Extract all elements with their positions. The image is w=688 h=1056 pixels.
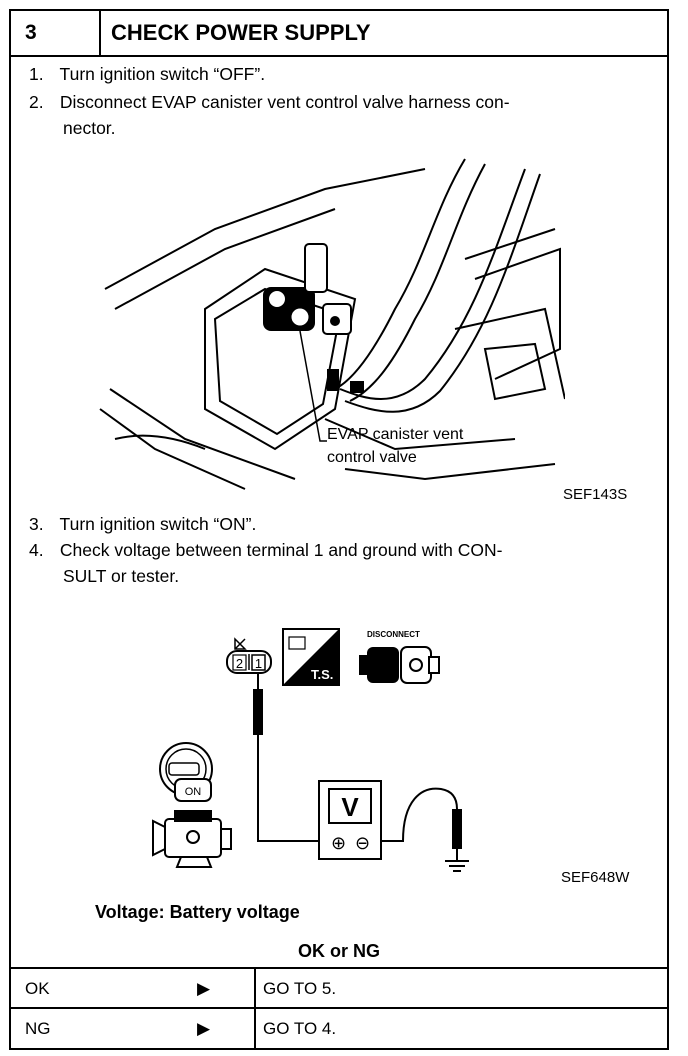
disconnect-label: DISCONNECT xyxy=(367,630,420,639)
step-text-continued: SULT or tester. xyxy=(63,566,180,586)
minus-terminal: ⊖ xyxy=(355,833,370,854)
pin-1-label: 1 xyxy=(255,656,262,671)
step-index: 3. xyxy=(29,514,44,534)
column-divider xyxy=(254,1009,256,1050)
harness-connector: 2 1 xyxy=(226,637,272,674)
result-label: OK xyxy=(25,979,50,998)
callout-label-line2: control valve xyxy=(327,449,417,466)
figure-code: SEF143S xyxy=(563,486,628,503)
arrow-right-icon: ▶ xyxy=(197,979,211,998)
key-on-label: ON xyxy=(185,786,202,798)
figure-code: SEF648W xyxy=(561,869,630,886)
result-row-ok: OK ▶ GO TO 5. xyxy=(11,967,667,1007)
plus-terminal: ⊕ xyxy=(331,833,346,854)
procedure-title: CHECK POWER SUPPLY xyxy=(111,20,371,45)
step-text: Turn ignition switch “ON”. xyxy=(59,514,257,534)
step-text: Turn ignition switch “OFF”. xyxy=(59,64,266,84)
voltmeter-icon: V ⊕ ⊖ xyxy=(318,780,382,860)
meter-label: V xyxy=(341,792,359,822)
instruction-step-2: 2. Disconnect EVAP canister vent control… xyxy=(29,89,510,141)
ts-icon: T.S. xyxy=(282,628,340,686)
voltage-spec: Voltage: Battery voltage xyxy=(95,902,300,922)
result-label: NG xyxy=(25,1019,51,1038)
callout-leader-line xyxy=(299,330,327,442)
step-index: 1. xyxy=(29,64,44,84)
evap-canister-vent-valve xyxy=(263,243,364,393)
evap-valve-location-illustration xyxy=(99,158,565,490)
ok-or-ng-heading: OK or NG xyxy=(297,941,380,961)
arrow-right-icon: ▶ xyxy=(197,1019,211,1038)
column-divider xyxy=(254,969,256,1007)
voltage-check-diagram: 2 1 T.S. DISCONNECT xyxy=(152,628,469,872)
step-index: 2. xyxy=(29,92,44,112)
step-text: Disconnect EVAP canister vent control va… xyxy=(59,92,510,112)
step-text-continued: nector. xyxy=(63,118,116,138)
positive-probe-lead xyxy=(253,673,319,842)
ignition-key-icon: ON xyxy=(159,742,213,802)
instruction-step-3: 3. Turn ignition switch “ON”. xyxy=(29,511,256,537)
callout-label-line1: EVAP canister vent xyxy=(327,426,464,443)
disconnect-icon: DISCONNECT xyxy=(359,630,440,684)
engine-icon xyxy=(152,810,232,868)
result-action: GO TO 4. xyxy=(263,1019,337,1038)
result-row-ng: NG ▶ GO TO 4. xyxy=(11,1007,667,1050)
result-action: GO TO 5. xyxy=(263,979,337,998)
ts-label: T.S. xyxy=(311,667,333,682)
procedure-header: 3 CHECK POWER SUPPLY xyxy=(11,11,667,57)
instruction-step-4: 4. Check voltage between terminal 1 and … xyxy=(29,537,502,589)
ground-lead xyxy=(381,787,462,861)
procedure-box: 3 CHECK POWER SUPPLY 1. Turn ignition sw… xyxy=(9,9,669,1050)
step-index: 4. xyxy=(29,540,44,560)
ground-icon xyxy=(445,860,469,872)
step-number: 3 xyxy=(11,11,101,55)
step-text: Check voltage between terminal 1 and gro… xyxy=(59,540,503,560)
instruction-step-1: 1. Turn ignition switch “OFF”. xyxy=(29,61,265,87)
pin-2-label: 2 xyxy=(236,656,243,671)
